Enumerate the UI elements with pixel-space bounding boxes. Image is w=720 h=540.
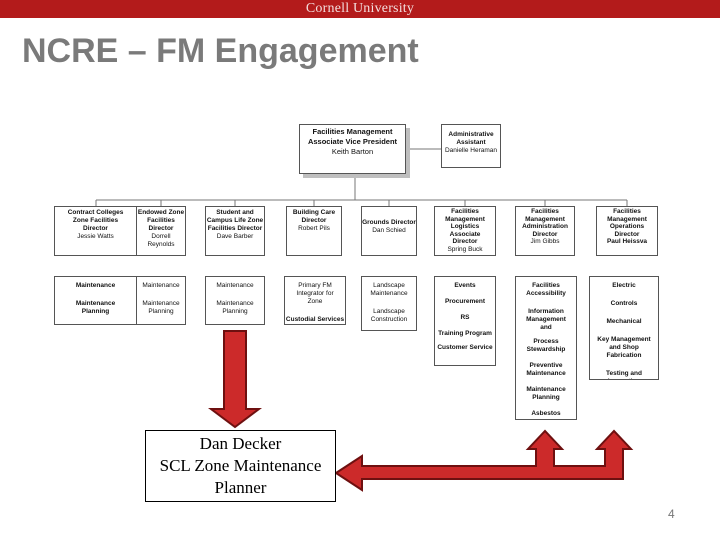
- subunit-item: Maintenance Planning: [216, 300, 254, 315]
- director-line: Facilities: [613, 208, 641, 215]
- subunit-item: Events: [454, 282, 476, 289]
- director-line: Facilities Director: [147, 217, 175, 232]
- subunit-item: Testing and Inspection: [606, 370, 642, 379]
- director-line: Endowed Zone: [137, 209, 185, 216]
- subunit-item: Landscape Maintenance: [370, 282, 408, 297]
- vp-name: Keith Barton: [331, 147, 374, 156]
- director-box-building-care: Building Care Director Robert Pils: [286, 206, 342, 256]
- institution-name: Cornell University: [305, 1, 415, 16]
- director-line: Director: [614, 230, 640, 238]
- slide-title: NCRE – FM Engagement: [22, 32, 419, 70]
- director-name: Paul Heissva: [606, 238, 648, 245]
- cornell-banner: Cornell University: [0, 0, 720, 18]
- down-arrow-icon: [208, 330, 262, 429]
- director-box-contract-colleges: Contract Colleges Zone Facilities Direct…: [54, 206, 137, 256]
- vp-line: Associate Vice President: [307, 137, 398, 146]
- subunit-box-administration: Facilities Accessibility Information Man…: [515, 276, 577, 420]
- director-line: Building Care: [292, 209, 336, 216]
- director-line: Operations: [609, 223, 645, 230]
- director-line: Director: [83, 225, 108, 232]
- subunit-item: Landscape Construction: [370, 308, 408, 323]
- director-name: Dave Barber: [216, 233, 254, 240]
- callout-line: SCL Zone Maintenance: [159, 456, 322, 475]
- subunit-item: Procurement: [444, 298, 486, 305]
- connector-arrow-icon: [334, 429, 634, 492]
- director-name: Robert Pils: [298, 225, 330, 232]
- page-number: 4: [668, 507, 675, 521]
- director-line: Administration: [522, 223, 568, 230]
- subunit-item: Asbestos: [531, 410, 561, 417]
- director-line: Campus Life Zone: [206, 217, 264, 224]
- director-line: Facilities Director: [207, 225, 263, 232]
- callout-line: Planner: [214, 478, 267, 497]
- subunit-item: RS: [460, 314, 470, 321]
- subunit-item: Controls: [610, 300, 638, 307]
- subunit-item: Facilities Accessibility: [526, 282, 566, 297]
- subunit-item: Maintenance: [75, 282, 116, 289]
- subunit-item: Preventive Maintenance: [526, 362, 566, 377]
- director-line: Grounds Director: [362, 219, 416, 226]
- director-line: Management: [525, 215, 565, 223]
- subunit-item: Primary FM Integrator for Zone: [296, 282, 334, 305]
- callout-box: Dan Decker SCL Zone Maintenance Planner: [145, 430, 336, 502]
- director-name: Dorrell Reynolds: [147, 233, 175, 248]
- director-line: Director: [301, 217, 327, 224]
- assistant-box: Administrative Assistant Danielle Herama…: [441, 124, 501, 168]
- subunit-box-contract-colleges: Maintenance Maintenance Planning: [54, 276, 137, 325]
- director-name: Jim Gibbs: [530, 238, 560, 245]
- subunit-item: Training Program: [438, 330, 492, 337]
- director-line: Zone Facilities: [72, 217, 119, 224]
- subunit-item: Customer Service: [437, 344, 493, 351]
- director-line: Facilities: [531, 208, 559, 215]
- director-box-operations: Facilities Management Operations Directo…: [596, 206, 658, 256]
- director-line: Management: [607, 215, 647, 223]
- director-name: Dan Schied: [372, 227, 406, 234]
- subunit-item: Maintenance: [216, 282, 254, 289]
- vp-box: Facilities Management Associate Vice Pre…: [299, 124, 406, 174]
- director-box-student-campus-life: Student and Campus Life Zone Facilities …: [205, 206, 265, 256]
- subunit-box-logistics: Events Procurement RS Training Program C…: [434, 276, 496, 366]
- assistant-line: Administrative: [448, 131, 494, 138]
- subunit-item: Custodial Services: [285, 316, 345, 323]
- vp-line: Facilities Management: [312, 127, 393, 136]
- director-name: Jessie Watts: [77, 233, 114, 240]
- subunit-item: Key Management and Shop Fabrication: [597, 336, 651, 359]
- subunit-item: Information Management and: [526, 308, 566, 331]
- subunit-item: Mechanical: [606, 318, 642, 325]
- subunit-box-student-campus-life: Maintenance Maintenance Planning: [205, 276, 265, 325]
- subunit-box-endowed-zone: Maintenance Maintenance Planning: [136, 276, 186, 325]
- director-name: Spring Buck: [447, 245, 483, 253]
- subunit-item: Maintenance Planning: [75, 300, 116, 315]
- director-line: Management: [445, 215, 485, 223]
- director-line: Logistics Associate: [449, 223, 481, 238]
- director-box-endowed-zone: Endowed Zone Facilities Director Dorrell…: [136, 206, 186, 256]
- director-line: Student and: [216, 209, 254, 216]
- director-line: Contract Colleges: [67, 209, 124, 216]
- director-line: Director: [452, 238, 478, 245]
- subunit-item: Electric: [612, 282, 636, 289]
- director-box-administration: Facilities Management Administration Dir…: [515, 206, 575, 256]
- director-line: Director: [532, 230, 558, 238]
- subunit-box-operations: Electric Controls Mechanical Key Managem…: [589, 276, 659, 380]
- subunit-item: Maintenance Planning: [142, 300, 180, 315]
- subunit-item: Maintenance: [142, 282, 180, 289]
- assistant-name: Danielle Heraman: [444, 147, 498, 154]
- callout-line: Dan Decker: [199, 434, 282, 453]
- director-box-logistics: Facilities Management Logistics Associat…: [434, 206, 496, 256]
- subunit-item: Process Stewardship: [526, 338, 566, 353]
- subunit-box-building-care: Primary FM Integrator for Zone Custodial…: [284, 276, 346, 325]
- subunit-item: Maintenance Planning: [526, 386, 566, 401]
- director-box-grounds: Grounds Director Dan Schied: [361, 206, 417, 256]
- assistant-line: Assistant: [456, 139, 486, 146]
- director-line: Facilities: [451, 208, 479, 215]
- subunit-box-grounds: Landscape Maintenance Landscape Construc…: [361, 276, 417, 331]
